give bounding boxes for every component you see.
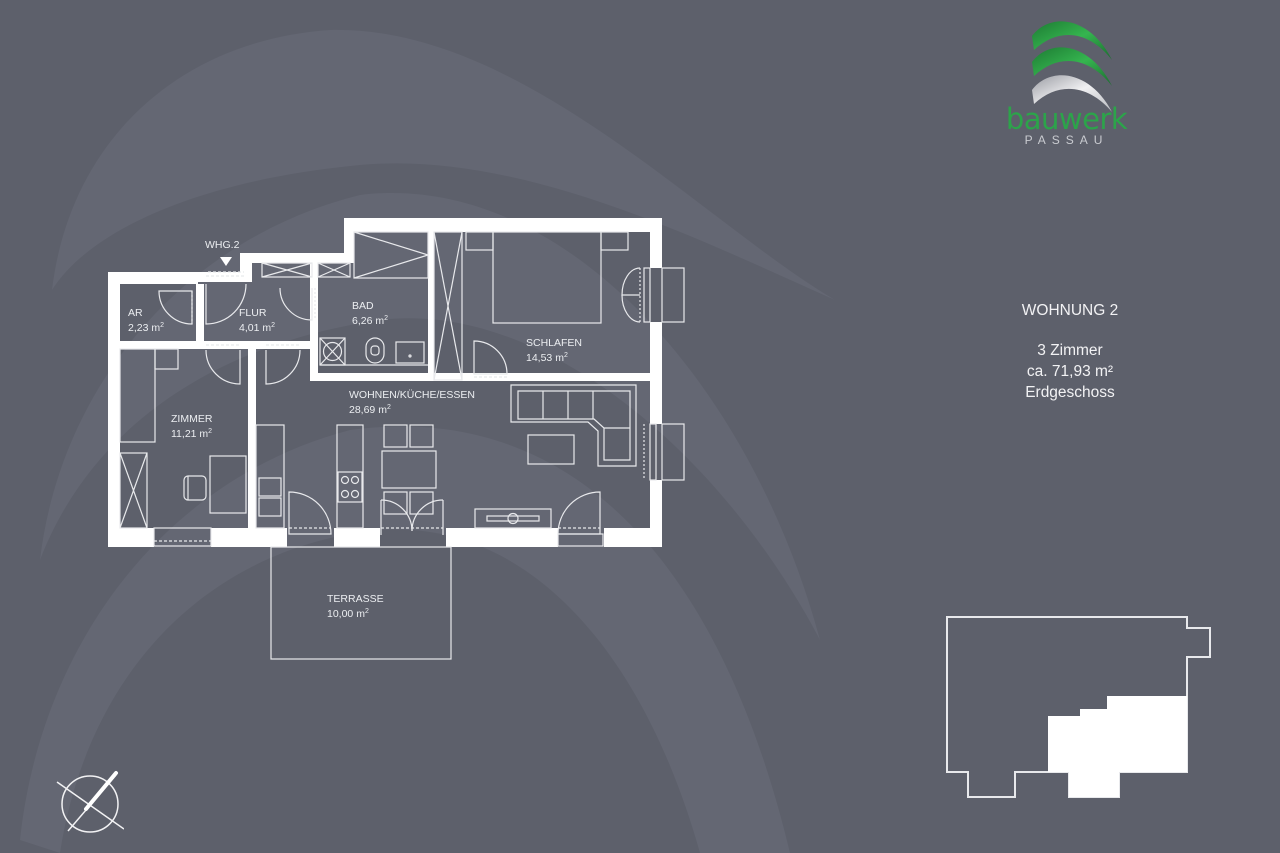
room-label-schlafen[interactable]: SCHLAFEN 14,53 m2 [526, 337, 583, 364]
apartment-rooms: 3 Zimmer [1037, 342, 1103, 359]
room-label-ar[interactable]: AR 2,23 m2 [128, 307, 165, 334]
bauwerk-logo-icon [1032, 21, 1112, 112]
apartment-info: WOHNUNG 2 3 Zimmer ca. 71,93 m² Erdgesch… [990, 300, 1150, 403]
room-area: 28,69 m [349, 403, 387, 416]
room-area: 4,01 m [239, 321, 272, 334]
room-area: 11,21 m [171, 427, 209, 440]
room-name: ZIMMER [171, 413, 213, 425]
terrace-outline [270, 546, 452, 660]
room-area: 2,23 m [128, 321, 161, 334]
room-name: FLUR [239, 307, 267, 319]
room-area: 14,53 m [526, 351, 564, 364]
room-label-wohnen[interactable]: WOHNEN/KÜCHE/ESSEN 28,69 m2 [349, 389, 476, 416]
brand-name: bauwerk [1005, 102, 1128, 136]
compass-north-icon [56, 771, 124, 833]
shaft-symbols [261, 231, 463, 381]
room-label-zimmer[interactable]: ZIMMER 11,21 m2 [171, 413, 213, 440]
room-name: AR [128, 307, 143, 319]
room-name: WOHNEN/KÜCHE/ESSEN [349, 389, 476, 401]
apartment-area: ca. 71,93 m² [1026, 363, 1114, 380]
room-label-flur[interactable]: FLUR 4,01 m2 [239, 307, 276, 334]
furniture [119, 231, 637, 529]
entrance-label: WHG.2 [205, 239, 240, 251]
building-keyplan-icon [946, 616, 1211, 798]
apartment-title: WOHNUNG 2 [1021, 302, 1119, 319]
entrance-arrow-icon [220, 257, 232, 266]
brand-subline: PASSAU [1024, 133, 1109, 147]
room-name: SCHLAFEN [526, 337, 583, 349]
room-name: TERRASSE [327, 593, 384, 605]
room-name: BAD [352, 300, 374, 312]
doors [153, 267, 685, 547]
room-label-bad[interactable]: BAD 6,26 m2 [352, 300, 389, 327]
room-area: 10,00 m [327, 607, 365, 620]
room-label-terrasse[interactable]: TERRASSE 10,00 m2 [327, 593, 384, 620]
room-area: 6,26 m [352, 314, 385, 327]
apartment-floor: Erdgeschoss [1025, 384, 1115, 401]
